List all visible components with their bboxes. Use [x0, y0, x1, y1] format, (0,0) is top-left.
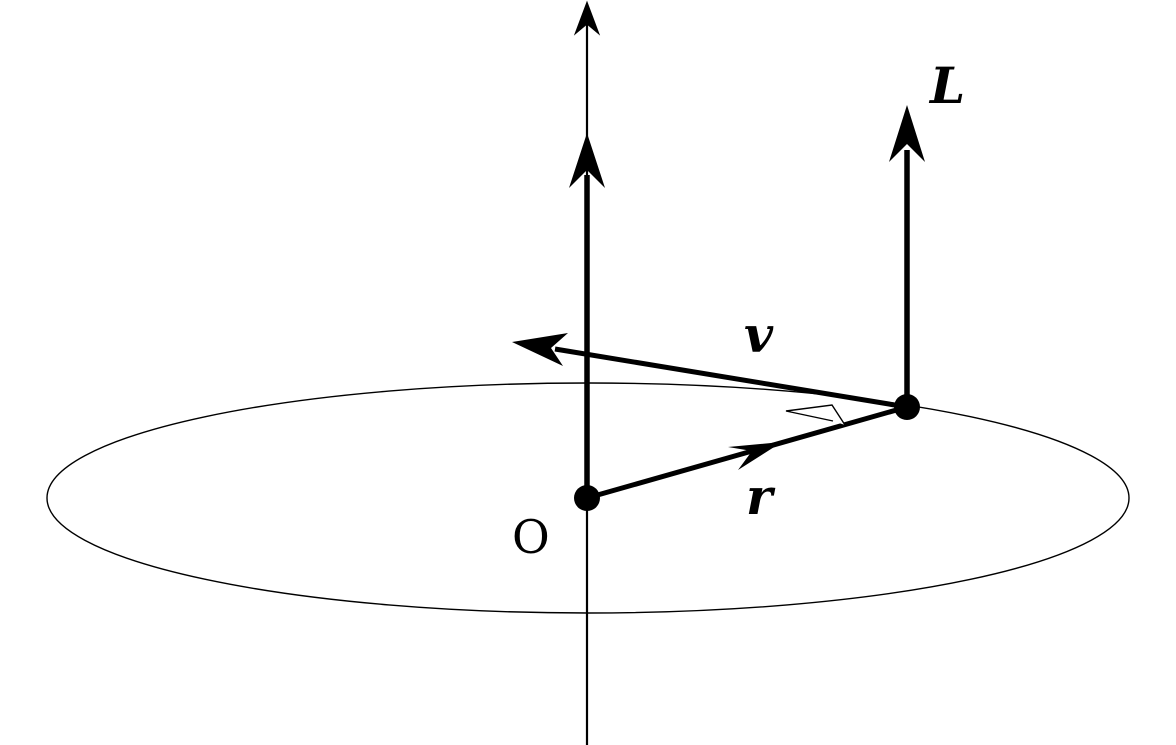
position-arrowhead — [728, 442, 782, 470]
velocity-label: v — [744, 305, 774, 364]
velocity-arrowhead — [512, 333, 568, 366]
velocity-vector — [554, 346, 908, 410]
vertical-axis-arrowhead — [573, 0, 601, 36]
right-angle-marker — [785, 404, 846, 426]
position-vector — [586, 404, 908, 501]
angular-momentum-arrowhead-at-particle — [889, 105, 925, 162]
position-label: r — [746, 467, 776, 526]
origin-point — [574, 485, 600, 511]
origin-label: O — [512, 510, 550, 564]
angular-momentum-arrowhead-at-origin — [569, 133, 605, 188]
particle-point — [894, 394, 920, 420]
angular-momentum-label: L — [928, 56, 965, 115]
